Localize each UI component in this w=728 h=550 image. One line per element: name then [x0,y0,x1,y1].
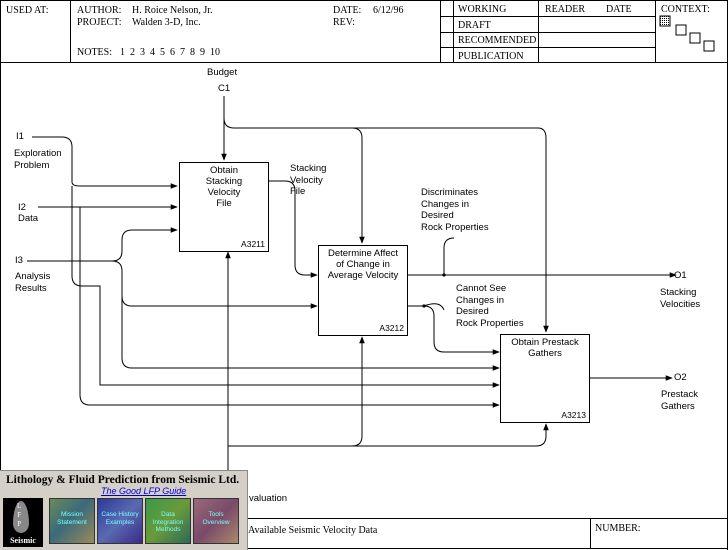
activity-a3211-node: A3211 [241,239,265,249]
input-i1-to-a3213 [71,186,500,388]
status-row-line-3 [440,47,655,48]
activity-a3211-title: Obtain Stacking Velocity File [205,165,243,209]
discriminates-leader [443,237,455,275]
output-o1-label: Stacking Velocities [660,287,701,310]
header-divider-1 [70,0,71,62]
input-i3-to-a3213 [121,296,500,371]
context-diagram-icon [659,15,715,52]
activity-box-a3213[interactable]: Obtain Prestack Gathers A3213 [500,334,590,423]
notes-label: NOTES: [77,47,112,58]
header-divider-4 [538,0,539,62]
footer-title: Available Seismic Velocity Data [248,525,378,536]
mechanism-to-a3212 [228,336,365,447]
lfp-banner-title: Lithology & Fluid Prediction from Seismi… [6,474,240,486]
control-c1-code: C1 [218,83,231,94]
output-o2-code: O2 [674,372,687,383]
discriminates-dot [442,273,446,277]
footer-bottom-border [0,548,728,549]
input-i2-label: Data [18,213,39,224]
header-divider-3 [453,0,454,62]
footer-divider [590,518,591,549]
control-budget-label: Budget [207,67,238,78]
header-divider-5 [655,0,656,62]
input-i2-to-a3213 [79,207,500,408]
activity-box-a3212[interactable]: Determine Affect of Change in Average Ve… [318,245,408,336]
input-i1-label: Exploration Problem [14,148,62,171]
frame-left-border [0,0,1,550]
cannot-see-label: Cannot See Changes in Desired Rock Prope… [456,283,524,329]
discriminates-label: Discriminates Changes in Desired Rock Pr… [421,187,489,233]
rev-label: REV: [333,17,356,28]
status-publication: PUBLICATION [458,51,524,62]
droplet-icon [13,501,29,533]
status-row-line-2 [440,32,655,33]
reader-date-label: DATE [606,4,632,15]
input-i3-to-a3212 [111,260,318,309]
flow-cannot-see [408,305,500,355]
tile-mission-statement[interactable]: Mission Statement [49,498,95,544]
mechanism-label-fragment: valuation [249,493,288,504]
status-recommended: RECOMMENDED [458,35,537,46]
project-value: Walden 3-D, Inc. [132,17,201,28]
lfp-guide-link[interactable]: The Good LFP Guide [101,486,187,496]
header-bottom-border [0,62,728,63]
lfp-logo[interactable]: L F P Seismic [3,498,43,547]
stacking-velocity-file-label: Stacking Velocity File [290,163,327,197]
activity-a3213-title: Obtain Prestack Gathers [511,337,579,359]
lfp-logo-word: Seismic [10,536,36,545]
flow-stacking-velocity-file [269,180,318,278]
tile-tools-overview[interactable]: Tools Overview [193,498,239,544]
author-label: AUTHOR: [77,5,122,16]
input-i3-label: Analysis Results [15,271,51,294]
reader-label: READER [545,4,585,15]
cannot-see-dot [422,304,426,308]
cannot-see-leader [423,303,445,311]
input-i2-code: I2 [18,202,26,213]
footer-top-border [0,518,728,519]
header-top-border [0,0,728,1]
tile-data-integration[interactable]: Data Integration Methods [145,498,191,544]
used-at-label: USED AT: [6,5,49,16]
output-o1-code: O1 [674,270,687,281]
lfp-banner: Lithology & Fluid Prediction from Seismi… [0,470,248,550]
footer-number-label: NUMBER: [595,523,641,534]
activity-box-a3211[interactable]: Obtain Stacking Velocity File A3211 [179,162,269,252]
project-label: PROJECT: [77,17,122,28]
input-i1-code: I1 [16,131,24,142]
status-row-line-1 [440,16,655,17]
input-i3 [27,227,178,262]
activity-a3213-node: A3213 [561,410,586,420]
output-o2-label: Prestack Gathers [661,389,698,412]
control-c1-to-a3213 [352,127,549,333]
header-divider-2 [440,0,441,62]
date-label: DATE: [333,5,362,16]
mechanism-to-a3213 [352,423,549,447]
lfp-logo-letters: L F P [17,502,22,528]
status-working: WORKING [458,4,507,15]
status-draft: DRAFT [458,20,491,31]
tile-case-history[interactable]: Case History Examples [97,498,143,544]
input-i3-code: I3 [15,255,23,266]
author-value: H. Roice Nelson, Jr. [132,5,213,16]
input-i1 [32,136,178,189]
context-label: CONTEXT: [661,4,710,15]
activity-a3212-node: A3212 [379,323,404,333]
notes-numbers: 1 2 3 4 5 6 7 8 9 10 [120,47,220,58]
activity-a3212-title: Determine Affect of Change in Average Ve… [327,248,399,281]
date-value: 6/12/96 [373,5,404,16]
